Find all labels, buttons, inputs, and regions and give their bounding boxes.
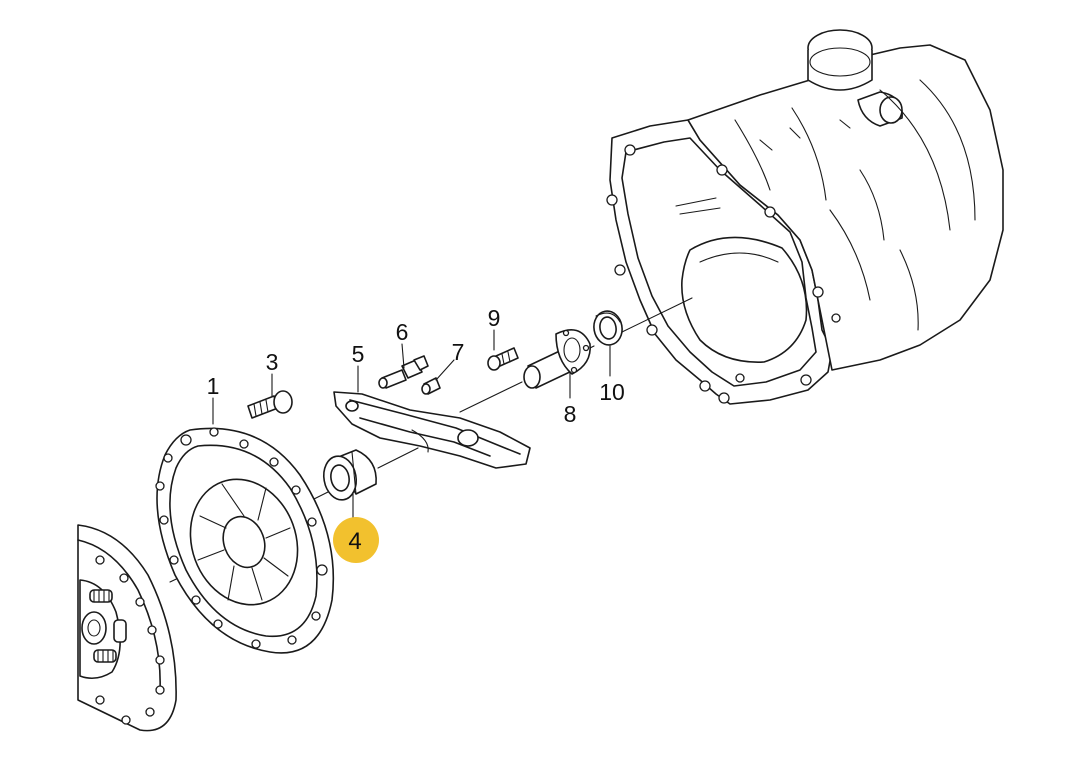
- clutch-disc: [77, 524, 177, 732]
- callout-1[interactable]: 1: [207, 373, 220, 399]
- highlight-marker: [333, 517, 379, 563]
- callout-labels: 1 3 5 6 7 8 9 10 4: [207, 305, 625, 563]
- bolt-7: [421, 377, 441, 395]
- leader-lines: [212, 329, 611, 521]
- bolt-9: [487, 347, 519, 371]
- guide-sleeve: [523, 328, 591, 389]
- pressure-plate: [155, 427, 335, 654]
- callout-9[interactable]: 9: [488, 305, 501, 331]
- callout-3[interactable]: 3: [266, 349, 279, 375]
- callout-7[interactable]: 7: [452, 339, 465, 365]
- callout-10[interactable]: 10: [599, 379, 625, 405]
- callout-8[interactable]: 8: [564, 401, 577, 427]
- bolt-3: [247, 390, 293, 419]
- release-lever: [333, 391, 531, 469]
- callout-4[interactable]: 4: [348, 528, 361, 555]
- pivot-stud: [378, 355, 429, 389]
- release-bearing: [322, 449, 377, 501]
- gearbox-housing: [606, 29, 1004, 405]
- callout-5[interactable]: 5: [352, 341, 365, 367]
- callout-6[interactable]: 6: [396, 319, 409, 345]
- oil-seal: [593, 310, 623, 346]
